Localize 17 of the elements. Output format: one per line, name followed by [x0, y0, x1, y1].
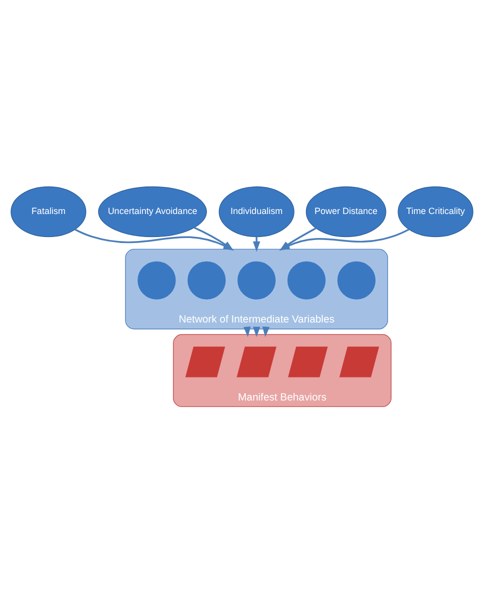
node-circle	[138, 260, 176, 299]
node-circle	[287, 260, 326, 299]
node-ellipse: Individualism	[218, 186, 294, 237]
cluster: Manifest Behaviors	[172, 334, 392, 407]
node-ellipse: Time Criticality	[398, 186, 474, 237]
node-circle	[337, 260, 376, 299]
node-ellipse: Uncertainty Avoidance	[98, 186, 207, 237]
node-circle	[238, 260, 276, 299]
node-circle	[188, 260, 226, 299]
node-parallelogram	[236, 346, 276, 377]
node-parallelogram	[339, 346, 380, 377]
arrow	[252, 236, 260, 252]
node-ellipse: Power Distance	[306, 186, 386, 237]
node-parallelogram	[288, 346, 328, 377]
cluster: Network of Intermediate Variables	[125, 248, 388, 329]
node-parallelogram	[185, 346, 226, 377]
node-ellipse: Fatalism	[10, 186, 86, 237]
